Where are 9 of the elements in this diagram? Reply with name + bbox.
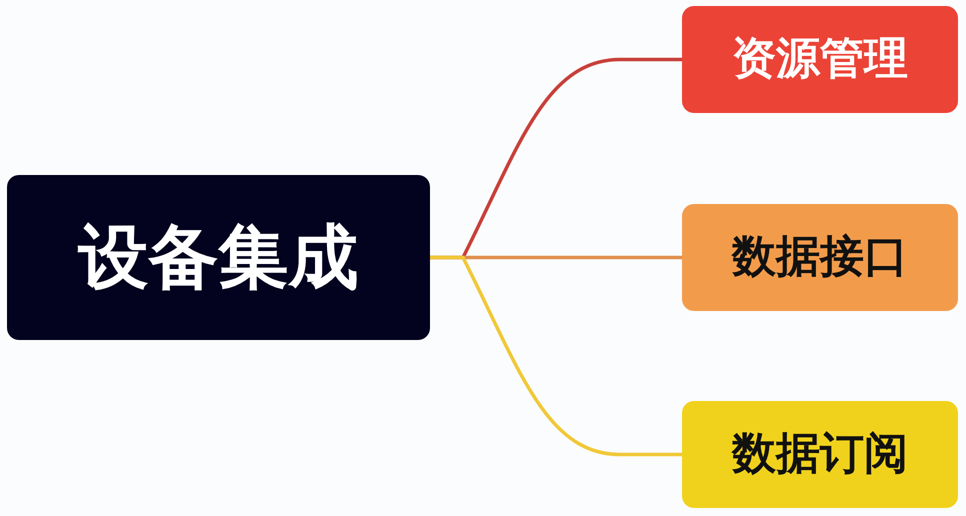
branch-text: 数据订阅	[732, 430, 908, 479]
branch-connector	[428, 256, 684, 456]
topic-box	[7, 175, 430, 340]
branch-box	[682, 6, 958, 113]
topic-text: 设备集成	[78, 219, 358, 296]
branch-text: 资源管理	[732, 35, 908, 84]
branch-box	[682, 204, 958, 311]
branch-box	[682, 401, 958, 508]
branch-text: 数据接口	[732, 233, 908, 282]
